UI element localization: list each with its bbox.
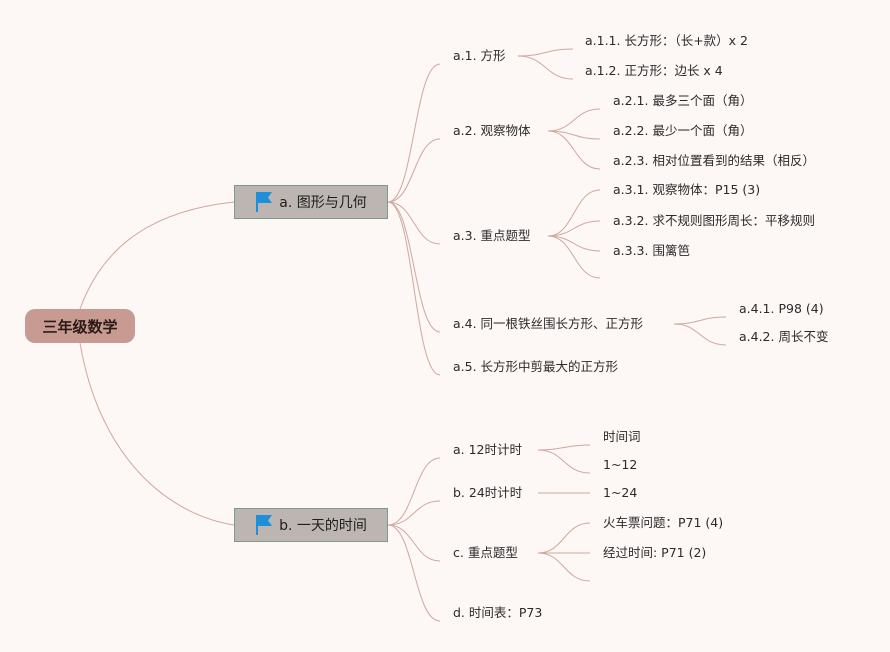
topic-a4[interactable]: a.4. 同一根铁丝围长方形、正方形 bbox=[453, 316, 644, 331]
flag-icon bbox=[256, 515, 273, 535]
connector-branch-a-a1 bbox=[387, 63, 441, 203]
topic-a5[interactable]: a.5. 长方形中剪最大的正方形 bbox=[453, 359, 619, 374]
connector-branch-a-a2 bbox=[387, 138, 441, 203]
topic-a1-1[interactable]: a.1.1. 长方形：（长+款）x 2 bbox=[585, 33, 749, 48]
connector-a3-4 bbox=[547, 235, 601, 279]
topic-a3[interactable]: a.3. 重点题型 bbox=[453, 228, 531, 243]
topic-b-a-1[interactable]: 时间词 bbox=[603, 429, 641, 444]
connector-a2-1 bbox=[547, 108, 601, 132]
topic-a1[interactable]: a.1. 方形 bbox=[453, 48, 506, 63]
topic-a2-2[interactable]: a.2.2. 最少一个面（角） bbox=[613, 123, 753, 138]
branch-geometry-label: a. 图形与几何 bbox=[279, 195, 367, 211]
connector-root-branch-a bbox=[79, 201, 235, 310]
topic-b-c-1[interactable]: 火车票问题：P71 (4) bbox=[603, 515, 724, 530]
topic-b-c-2[interactable]: 经过时间: P71 (2) bbox=[603, 545, 707, 560]
topic-a3-2[interactable]: a.3.2. 求不规则图形周长：平移规则 bbox=[613, 213, 815, 228]
topic-b-b-1[interactable]: 1~24 bbox=[603, 485, 638, 500]
flag-icon bbox=[256, 192, 273, 212]
topic-a3-3[interactable]: a.3.3. 围篱笆 bbox=[613, 243, 690, 258]
topic-b-a[interactable]: a. 12时计时 bbox=[453, 442, 523, 457]
topic-b-c[interactable]: c. 重点题型 bbox=[453, 545, 518, 560]
topic-a2-3[interactable]: a.2.3. 相对位置看到的结果（相反） bbox=[613, 153, 815, 168]
connector-b-c-1 bbox=[537, 522, 591, 554]
connector-a2-3 bbox=[547, 130, 601, 170]
branch-time[interactable]: b. 一天的时间 bbox=[234, 508, 388, 542]
connector-b-a-2 bbox=[537, 449, 591, 474]
topic-b-a-2[interactable]: 1~12 bbox=[603, 457, 638, 472]
connector-a3-3 bbox=[547, 235, 601, 252]
connector-branch-b-c bbox=[387, 524, 441, 562]
topic-b-b[interactable]: b. 24时计时 bbox=[453, 485, 523, 500]
branch-time-label: b. 一天的时间 bbox=[279, 518, 367, 534]
connector-a1-2 bbox=[517, 55, 574, 80]
connector-branch-b-d bbox=[387, 524, 441, 622]
topic-a2-1[interactable]: a.2.1. 最多三个面（角） bbox=[613, 93, 753, 108]
topic-a1-2[interactable]: a.1.2. 正方形：边长 x 4 bbox=[585, 63, 723, 78]
connector-a1-1 bbox=[517, 48, 574, 57]
connector-branch-a-a4 bbox=[387, 201, 441, 333]
connector-a4-1 bbox=[673, 316, 727, 325]
connector-b-a-1 bbox=[537, 444, 591, 451]
connector-branch-b-b bbox=[387, 500, 441, 526]
connector-root-branch-b bbox=[79, 342, 235, 526]
topic-a3-1[interactable]: a.3.1. 观察物体：P15 (3) bbox=[613, 182, 761, 197]
connector-branch-a-a5 bbox=[387, 201, 441, 376]
topic-a2[interactable]: a.2. 观察物体 bbox=[453, 123, 531, 138]
root-topic[interactable]: 三年级数学 bbox=[25, 309, 135, 343]
connector-a3-1 bbox=[547, 189, 601, 237]
connector-a3-2 bbox=[547, 220, 601, 237]
topic-b-d[interactable]: d. 时间表：P73 bbox=[453, 605, 543, 620]
topic-a4-2[interactable]: a.4.2. 周长不变 bbox=[739, 329, 829, 344]
connector-branch-b-a bbox=[387, 457, 441, 526]
connector-branch-a-a3 bbox=[387, 201, 441, 245]
topic-a4-1[interactable]: a.4.1. P98 (4) bbox=[739, 301, 824, 316]
connector-a4-2 bbox=[673, 323, 727, 346]
connector-b-c-3 bbox=[537, 552, 591, 582]
branch-geometry[interactable]: a. 图形与几何 bbox=[234, 185, 388, 219]
root-topic-label: 三年级数学 bbox=[42, 317, 118, 336]
